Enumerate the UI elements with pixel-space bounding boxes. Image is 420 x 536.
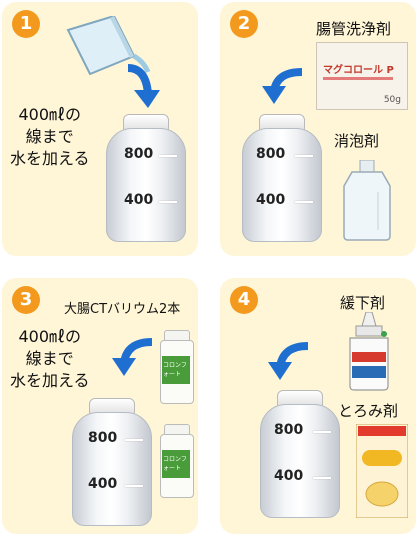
bowel-cleanser-package: マグコロール P 50g (316, 42, 408, 110)
barium-bottle-2: コロンフォート (160, 424, 194, 498)
step-2-label-mid: 消泡剤 (334, 132, 380, 150)
package-stripe (323, 77, 393, 80)
mark-800: 800 (88, 430, 118, 446)
jar-body (72, 412, 152, 526)
step-1-badge: 1 (12, 10, 40, 38)
step-3-instruction: 400㎖の 線まで 水を加える (10, 327, 90, 390)
blue-arrow-icon (112, 338, 153, 376)
step-3-label-top: 大腸CTバリウム2本 (64, 302, 181, 317)
step-3-panel: 3 大腸CTバリウム2本 400㎖の 線まで 水を加える コロンフォート 800… (2, 278, 198, 534)
package-name: マグコロール P (323, 65, 394, 76)
step-2-badge: 2 (230, 10, 258, 38)
tick-400 (159, 201, 177, 203)
mark-400: 400 (88, 476, 118, 492)
jar-body (260, 404, 340, 518)
tick-400 (125, 485, 143, 487)
mark-800: 800 (274, 422, 304, 438)
barium-label: コロンフォート (163, 456, 187, 472)
step-2-panel: 2 腸管洗浄剤 マグコロール P 50g 消泡剤 800 400 (220, 2, 416, 256)
mark-400: 400 (124, 192, 154, 208)
container-jar: 800 400 (106, 114, 186, 242)
step-4-label-mid: とろみ剤 (338, 402, 399, 420)
mark-400: 400 (274, 468, 304, 484)
step-2-label-top: 腸管洗浄剤 (316, 20, 392, 38)
blue-arrow-icon (262, 68, 303, 104)
tick-800 (125, 439, 143, 441)
container-jar: 800 400 (260, 390, 340, 518)
laxative-bottle-icon (349, 312, 389, 391)
barium-label: コロンフォート (163, 362, 187, 378)
step-4-label-top: 緩下剤 (340, 294, 386, 312)
jar-body (106, 128, 186, 242)
jar-body (242, 128, 322, 242)
mark-800: 800 (256, 146, 286, 162)
step-4-badge: 4 (230, 286, 258, 314)
step-1-instruction: 400㎖の 線まで 水を加える (10, 105, 90, 168)
container-jar: 800 400 (242, 114, 322, 242)
thickener-package-icon (356, 424, 408, 518)
barium-bottle-1: コロンフォート (160, 330, 194, 404)
blue-arrow-icon (268, 342, 309, 380)
tick-400 (295, 201, 313, 203)
tick-800 (295, 155, 313, 157)
step-3-badge: 3 (12, 286, 40, 314)
step-1-panel: 1 400㎖の 線まで 水を加える 800 400 (2, 2, 198, 256)
mark-400: 400 (256, 192, 286, 208)
tick-800 (159, 155, 177, 157)
tick-800 (313, 431, 331, 433)
step-4-panel: 4 緩下剤 とろみ剤 800 400 (220, 278, 416, 534)
container-jar: 800 400 (72, 398, 152, 526)
package-weight: 50g (383, 95, 401, 105)
defoamer-bottle-icon (343, 160, 391, 241)
pouring-cup-icon (66, 16, 151, 76)
mark-800: 800 (124, 146, 154, 162)
blue-arrow-icon (127, 64, 160, 108)
tick-400 (313, 477, 331, 479)
